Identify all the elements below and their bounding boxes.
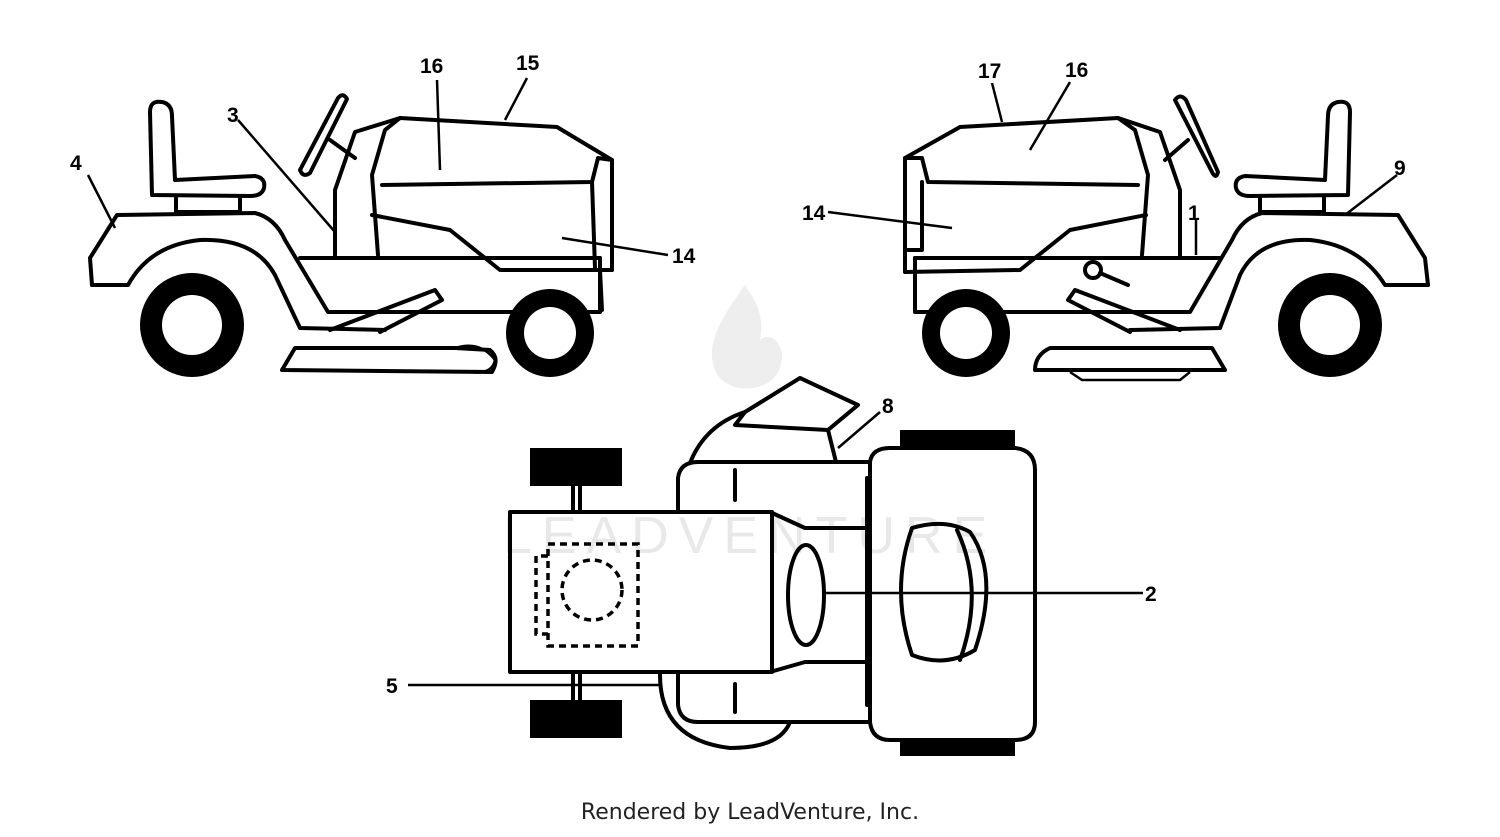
rear-hub-right	[1300, 295, 1360, 355]
callout-16-right: 16	[1065, 59, 1088, 82]
leader-9	[1344, 174, 1398, 216]
hood-line-right	[903, 156, 1140, 187]
right-side-view: 17 16 9 14 1	[802, 59, 1430, 382]
hood-stripe-right	[903, 213, 1148, 274]
callout-4: 4	[70, 152, 82, 175]
rear-fender-right	[913, 211, 1430, 314]
seat-back-right	[1233, 99, 1352, 198]
left-side-view: 16 15 3 4 14	[70, 52, 696, 377]
steering-wheel	[298, 93, 349, 177]
watermark-text: LEADVENTURE	[503, 507, 997, 565]
callout-16-left: 16	[420, 55, 443, 78]
rear-body	[868, 446, 1037, 742]
leader-4	[86, 174, 117, 229]
front-hub-right	[940, 307, 992, 359]
seat-base	[174, 196, 242, 214]
steering-column	[328, 138, 357, 160]
callout-5: 5	[386, 675, 398, 698]
rear-fender	[88, 211, 602, 314]
grille-right	[906, 180, 924, 252]
front-tire-top	[530, 448, 622, 486]
callout-2: 2	[1145, 583, 1157, 606]
leader-3	[237, 119, 336, 233]
callout-8: 8	[882, 395, 894, 418]
mower-deck	[280, 346, 498, 374]
callout-15: 15	[516, 52, 540, 75]
deck-underside-right	[1069, 370, 1191, 382]
leader-17	[990, 82, 1004, 123]
callout-3: 3	[227, 104, 239, 127]
leader-14-left	[561, 236, 669, 257]
chute-fold	[733, 410, 830, 432]
callout-14-left: 14	[672, 245, 696, 268]
callout-1: 1	[1188, 202, 1200, 225]
foot-pedal-right	[1066, 288, 1182, 334]
discharge-chute	[688, 376, 860, 465]
leader-8	[837, 411, 881, 449]
mower-deck-right	[1033, 346, 1227, 372]
foot-pedal	[328, 288, 444, 334]
deck-chute	[454, 344, 497, 374]
lever-arm	[1098, 271, 1130, 287]
hood-top-view	[508, 510, 774, 674]
dash-neck	[768, 510, 872, 674]
top-view: 8 2 5	[386, 376, 1157, 756]
front-hub	[524, 307, 576, 359]
lever-knob	[1083, 260, 1103, 280]
leader-16	[435, 79, 442, 171]
rear-tire-bottom	[900, 738, 1015, 756]
callout-14-right: 14	[802, 202, 826, 225]
rear-body-lower-right	[1128, 237, 1430, 332]
callout-9: 9	[1394, 157, 1406, 180]
leader-15	[503, 77, 529, 121]
callout-17: 17	[978, 60, 1001, 83]
seat-base-right	[1258, 196, 1326, 214]
seat-top-view	[899, 521, 989, 663]
front-bumper	[598, 268, 604, 312]
hood-stripe	[370, 213, 614, 272]
rear-hub	[162, 295, 222, 355]
leader-16-right	[1028, 81, 1072, 151]
footer-credit: Rendered by LeadVenture, Inc.	[580, 800, 920, 825]
seat-back	[148, 99, 267, 198]
leader-14-right	[827, 210, 953, 230]
deck-arc	[658, 673, 792, 750]
flame-logo-icon	[711, 285, 782, 389]
air-filter-outline	[560, 558, 624, 622]
grille	[590, 180, 597, 270]
hood-line	[380, 156, 614, 187]
rear-body-lower	[90, 237, 387, 332]
front-tire-bottom	[530, 700, 622, 738]
engine-outline-2	[534, 554, 548, 636]
steering-top-view	[786, 543, 826, 647]
rear-tire-top	[900, 430, 1015, 448]
steering-wheel-right	[1173, 94, 1220, 178]
